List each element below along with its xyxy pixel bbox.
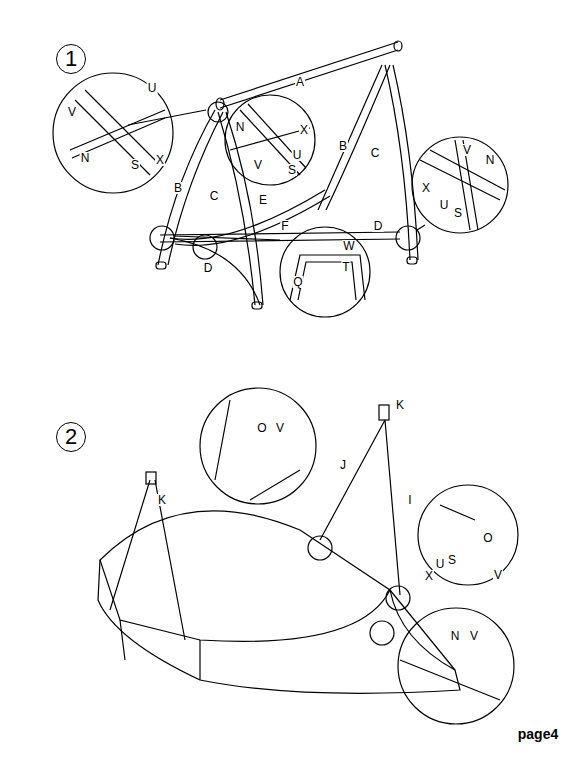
part-letter: V <box>275 422 285 434</box>
part-letter: A <box>295 76 305 88</box>
step-label: 2 <box>65 426 77 448</box>
part-letter: S <box>453 207 463 219</box>
part-letter: T <box>341 261 350 273</box>
part-letter: V <box>469 630 479 642</box>
part-letter: U <box>439 199 450 211</box>
part-letter: S <box>287 164 297 176</box>
part-letter: J <box>339 459 347 471</box>
part-letter: X <box>155 154 165 166</box>
part-letter: Q <box>292 276 303 288</box>
part-letter: V <box>493 569 503 581</box>
part-letter: V <box>67 106 77 118</box>
part-letter: K <box>395 399 405 411</box>
step-label: 1 <box>65 48 77 70</box>
part-letter: S <box>130 159 140 171</box>
part-letter: V <box>253 159 263 171</box>
step-number: 2 <box>56 422 86 452</box>
part-letter: V <box>462 144 472 156</box>
part-letter: D <box>373 220 384 232</box>
part-letter: E <box>258 194 268 206</box>
part-letter: X <box>424 570 434 582</box>
part-letter: S <box>447 554 457 566</box>
part-letter: C <box>209 190 220 202</box>
page-number: page4 <box>517 728 559 740</box>
part-letter: N <box>80 152 91 164</box>
part-letter: B <box>338 140 348 152</box>
part-letter: I <box>407 494 412 506</box>
part-letter: W <box>342 240 355 252</box>
part-letter: N <box>485 154 496 166</box>
part-letter: X <box>421 182 431 194</box>
step-number: 1 <box>56 44 86 74</box>
part-letter: N <box>450 630 461 642</box>
part-letter: B <box>173 182 183 194</box>
part-letter: U <box>292 149 303 161</box>
part-letter: K <box>157 494 167 506</box>
part-letter: U <box>147 82 158 94</box>
part-letter: O <box>256 422 267 434</box>
part-letter: O <box>482 532 493 544</box>
part-letter: C <box>370 147 381 159</box>
part-letter: N <box>235 121 246 133</box>
part-letter: U <box>435 558 446 570</box>
part-letter: D <box>203 262 214 274</box>
part-letter: F <box>280 220 289 232</box>
part-letter: X <box>299 124 309 136</box>
